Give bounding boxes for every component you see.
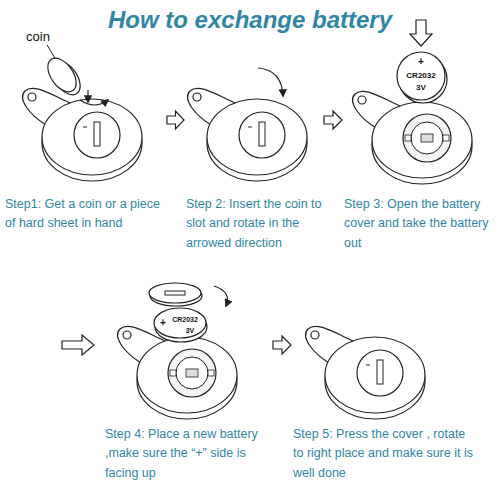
insert-arrow [87, 90, 88, 102]
key-fob [353, 91, 472, 184]
battery-cover [239, 112, 285, 158]
key-fob [306, 326, 425, 419]
step-arrow [273, 336, 291, 354]
rotate-arrow [258, 68, 283, 96]
step-caption: Step 3: Open the battery cover and take … [344, 195, 494, 253]
battery-cover [149, 283, 202, 306]
step-arrow [167, 111, 184, 129]
battery-marking: + [418, 57, 424, 67]
battery-marking: 3V [186, 327, 195, 334]
battery-cover [357, 350, 403, 396]
down-arrow [410, 20, 432, 46]
step-panel: Step 5: Press the cover , rotate to righ… [293, 270, 478, 487]
key-fob [188, 88, 307, 181]
step-panel: Step1: Get a coin or a piece of hard she… [5, 45, 165, 238]
battery-marking: 3V [416, 84, 426, 92]
battery-marking: CR2032 [406, 72, 435, 80]
coin-battery [154, 308, 207, 342]
step-panel: Step 2: Insert the coin to slot and rota… [186, 45, 322, 257]
step-panel: Step 4: Place a new battery ,make sure t… [105, 270, 271, 487]
battery-compartment [403, 114, 451, 162]
diagram-title: How to exchange battery [0, 6, 500, 34]
step-arrow [324, 111, 342, 129]
coin-figure [42, 53, 86, 100]
step-caption: Step1: Get a coin or a piece of hard she… [5, 195, 165, 234]
key-fob [23, 88, 142, 181]
step-caption: Step 2: Insert the coin to slot and rota… [186, 195, 322, 253]
leader-line [47, 45, 55, 58]
step-caption: Step 5: Press the cover , rotate to righ… [293, 425, 478, 483]
battery-marking: CR2032 [172, 316, 198, 323]
rotate-arrow [214, 286, 228, 306]
rotate-arrow [80, 100, 108, 105]
battery-cover [74, 112, 120, 158]
part-label: coin [26, 30, 50, 43]
continue-arrow [62, 335, 94, 355]
step-caption: Step 4: Place a new battery ,make sure t… [105, 425, 271, 483]
coin-battery [397, 52, 447, 103]
battery-marking: + [160, 318, 166, 328]
battery-compartment [168, 349, 216, 397]
